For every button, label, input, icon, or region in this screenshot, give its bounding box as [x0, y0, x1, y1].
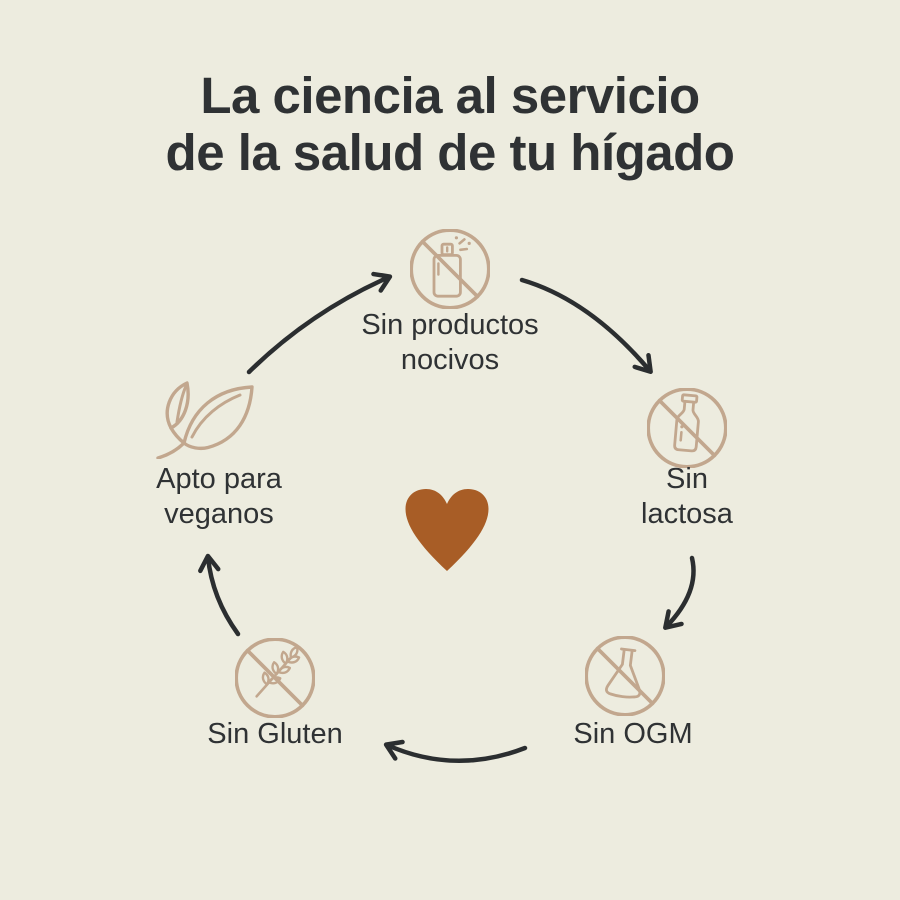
no-milk-bottle-icon — [647, 388, 727, 468]
page-title: La ciencia al servicio de la salud de tu… — [165, 67, 735, 181]
arrow-gluten-to-veganos — [198, 553, 241, 637]
no-wheat-icon — [235, 638, 315, 718]
no-spray-can-icon — [410, 229, 490, 309]
item-label-gluten-free: Sin Gluten — [207, 718, 343, 750]
arrow-lactosa-to-ogm — [663, 555, 696, 630]
item-label-lactose-free: Sin lactosa — [641, 463, 733, 530]
arrow-ogm-to-gluten — [383, 739, 528, 764]
item-label-gmo-free: Sin OGM — [573, 718, 693, 750]
item-label-no-harmful-products: Sin productos nocivos — [361, 309, 539, 376]
heart-icon — [404, 487, 490, 573]
leaves-icon — [146, 381, 256, 459]
arrow-productos-to-lactosa — [519, 277, 653, 375]
no-chemistry-flask-icon — [585, 636, 665, 716]
item-label-vegan-friendly: Apto para veganos — [156, 463, 282, 530]
